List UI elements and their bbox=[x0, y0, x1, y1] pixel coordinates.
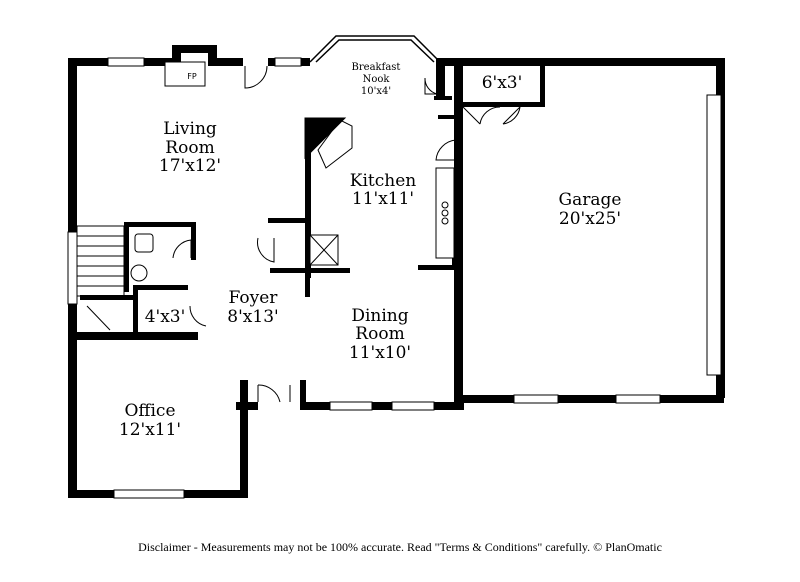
kitchen-size: 11'x11' bbox=[352, 189, 414, 209]
closet-size: 4'x3' bbox=[145, 307, 186, 327]
fireplace-label: FP bbox=[187, 72, 197, 81]
living-room-name-1: Living bbox=[163, 119, 217, 139]
fixtures bbox=[130, 61, 455, 282]
storage-size: 6'x3' bbox=[482, 73, 523, 93]
dining-room-size: 11'x10' bbox=[349, 343, 411, 363]
dining-room-name-2: Room bbox=[355, 324, 404, 344]
windows bbox=[67, 57, 722, 499]
doors bbox=[172, 65, 521, 403]
office-size: 12'x11' bbox=[119, 420, 181, 440]
office-name: Office bbox=[124, 401, 175, 421]
disclaimer-text: Disclaimer - Measurements may not be 100… bbox=[138, 540, 662, 554]
bay-window bbox=[309, 35, 441, 63]
breakfast-nook-size: 10'x4' bbox=[361, 86, 391, 97]
kitchen-name: Kitchen bbox=[350, 171, 416, 191]
living-room-size: 17'x12' bbox=[159, 156, 221, 176]
breakfast-nook-name-1: Breakfast bbox=[352, 62, 401, 73]
stairs bbox=[76, 225, 125, 331]
living-room-name-2: Room bbox=[165, 138, 214, 158]
garage-size: 20'x25' bbox=[559, 209, 621, 229]
foyer-size: 8'x13' bbox=[227, 307, 278, 327]
dining-room-name-1: Dining bbox=[351, 306, 408, 326]
foyer-name: Foyer bbox=[229, 288, 279, 308]
breakfast-nook-name-2: Nook bbox=[363, 74, 391, 85]
labels: FP Living Room 17'x12' Breakfast Nook 10… bbox=[119, 62, 622, 440]
garage-name: Garage bbox=[559, 190, 622, 210]
